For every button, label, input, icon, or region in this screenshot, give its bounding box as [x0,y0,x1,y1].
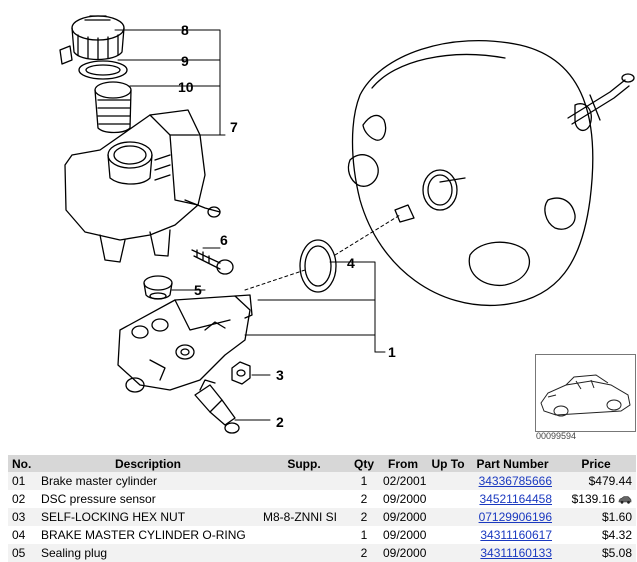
car-silhouette-icon [540,374,631,417]
cell-supp [259,526,349,544]
parts-table: No. Description Supp. Qty From Up To Par… [8,455,636,562]
cell-description: Brake master cylinder [37,472,259,490]
cell-up-to [427,490,469,508]
table-row: 01 Brake master cylinder 1 02/2001 34336… [8,472,636,490]
cell-qty: 2 [349,490,379,508]
pressure-sensor-drawing [194,379,240,434]
callout-9: 9 [181,53,189,69]
cell-supp [259,544,349,562]
vehicle-thumbnail[interactable] [535,354,636,432]
callout-1: 1 [388,344,396,360]
price-value: $139.16 [571,492,615,506]
cell-price: $4.32 [556,526,636,544]
filter-strainer-drawing [94,81,132,134]
cell-no: 02 [8,490,37,508]
cell-part-number: 34336785666 [469,472,556,490]
cell-supp [259,472,349,490]
table-row: 04 BRAKE MASTER CYLINDER O-RING 1 09/200… [8,526,636,544]
master-cylinder-drawing [117,294,253,393]
part-number-link[interactable]: 34311160617 [480,528,552,542]
cell-part-number: 34521164458 [469,490,556,508]
cell-from: 09/2000 [379,508,427,526]
part-number-link[interactable]: 34336785666 [478,474,552,488]
cell-description: DSC pressure sensor [37,490,259,508]
part-number-link[interactable]: 34521164458 [479,492,552,506]
header-from[interactable]: From [379,455,427,472]
callout-7: 7 [230,119,238,135]
cell-description: BRAKE MASTER CYLINDER O-RING [37,526,259,544]
cell-part-number: 07129906196 [469,508,556,526]
brake-booster-drawing [347,39,635,307]
cell-price: $139.16 [556,490,636,508]
callout-4: 4 [347,255,355,271]
part-number-link[interactable]: 34311160133 [480,546,552,560]
cell-qty: 1 [349,472,379,490]
cell-supp [259,490,349,508]
cell-price: $479.44 [556,472,636,490]
cell-no: 05 [8,544,37,562]
header-qty[interactable]: Qty [349,455,379,472]
cell-supp: M8-8-ZNNI SI [259,508,349,526]
cell-qty: 1 [349,526,379,544]
cell-price: $5.08 [556,544,636,562]
header-description[interactable]: Description [37,455,259,472]
header-part-number[interactable]: Part Number [469,455,556,472]
callout-5: 5 [194,282,202,298]
cell-up-to [427,526,469,544]
cell-qty: 2 [349,508,379,526]
cell-from: 09/2000 [379,490,427,508]
table-row: 03 SELF-LOCKING HEX NUT M8-8-ZNNI SI 2 0… [8,508,636,526]
part-number-link[interactable]: 07129906196 [478,510,552,524]
sealing-plug-drawing [143,275,173,300]
table-header-row: No. Description Supp. Qty From Up To Par… [8,455,636,472]
header-no[interactable]: No. [8,455,37,472]
cell-no: 03 [8,508,37,526]
header-price[interactable]: Price [556,455,636,472]
cell-from: 09/2000 [379,544,427,562]
cell-up-to [427,508,469,526]
header-supp[interactable]: Supp. [259,455,349,472]
callout-2: 2 [276,414,284,430]
table-row: 05 Sealing plug 2 09/2000 34311160133 $5… [8,544,636,562]
cell-up-to [427,544,469,562]
callout-3: 3 [276,367,284,383]
price-value: $4.32 [601,528,632,542]
price-value: $1.60 [601,510,632,524]
exploded-view-drawing: 8 9 10 7 6 4 5 1 3 2 [59,15,635,434]
cell-price: $1.60 [556,508,636,526]
cell-qty: 2 [349,544,379,562]
cell-part-number: 34311160133 [469,544,556,562]
car-icon[interactable] [618,495,632,505]
cell-no: 01 [8,472,37,490]
hex-nut-drawing [231,361,251,385]
cell-from: 09/2000 [379,526,427,544]
cell-description: SELF-LOCKING HEX NUT [37,508,259,526]
cell-from: 02/2001 [379,472,427,490]
price-value: $5.08 [601,546,632,560]
price-value: $479.44 [588,474,632,488]
callout-8: 8 [181,22,189,38]
o-ring-drawing [299,239,337,293]
cell-no: 04 [8,526,37,544]
fluid-reservoir-drawing [64,109,221,263]
seal-ring-drawing [78,60,128,80]
header-up-to[interactable]: Up To [427,455,469,472]
callout-10: 10 [178,79,194,95]
table-row: 02 DSC pressure sensor 2 09/2000 3452116… [8,490,636,508]
callout-6: 6 [220,232,228,248]
cell-part-number: 34311160617 [469,526,556,544]
cell-description: Sealing plug [37,544,259,562]
cell-up-to [427,472,469,490]
thumbnail-caption: 00099594 [536,431,577,441]
callout-leader-lines [114,29,401,421]
bolt-drawing [191,249,234,275]
reservoir-cap-drawing [59,15,125,65]
parts-diagram: 8 9 10 7 6 4 5 1 3 2 [59,15,635,434]
